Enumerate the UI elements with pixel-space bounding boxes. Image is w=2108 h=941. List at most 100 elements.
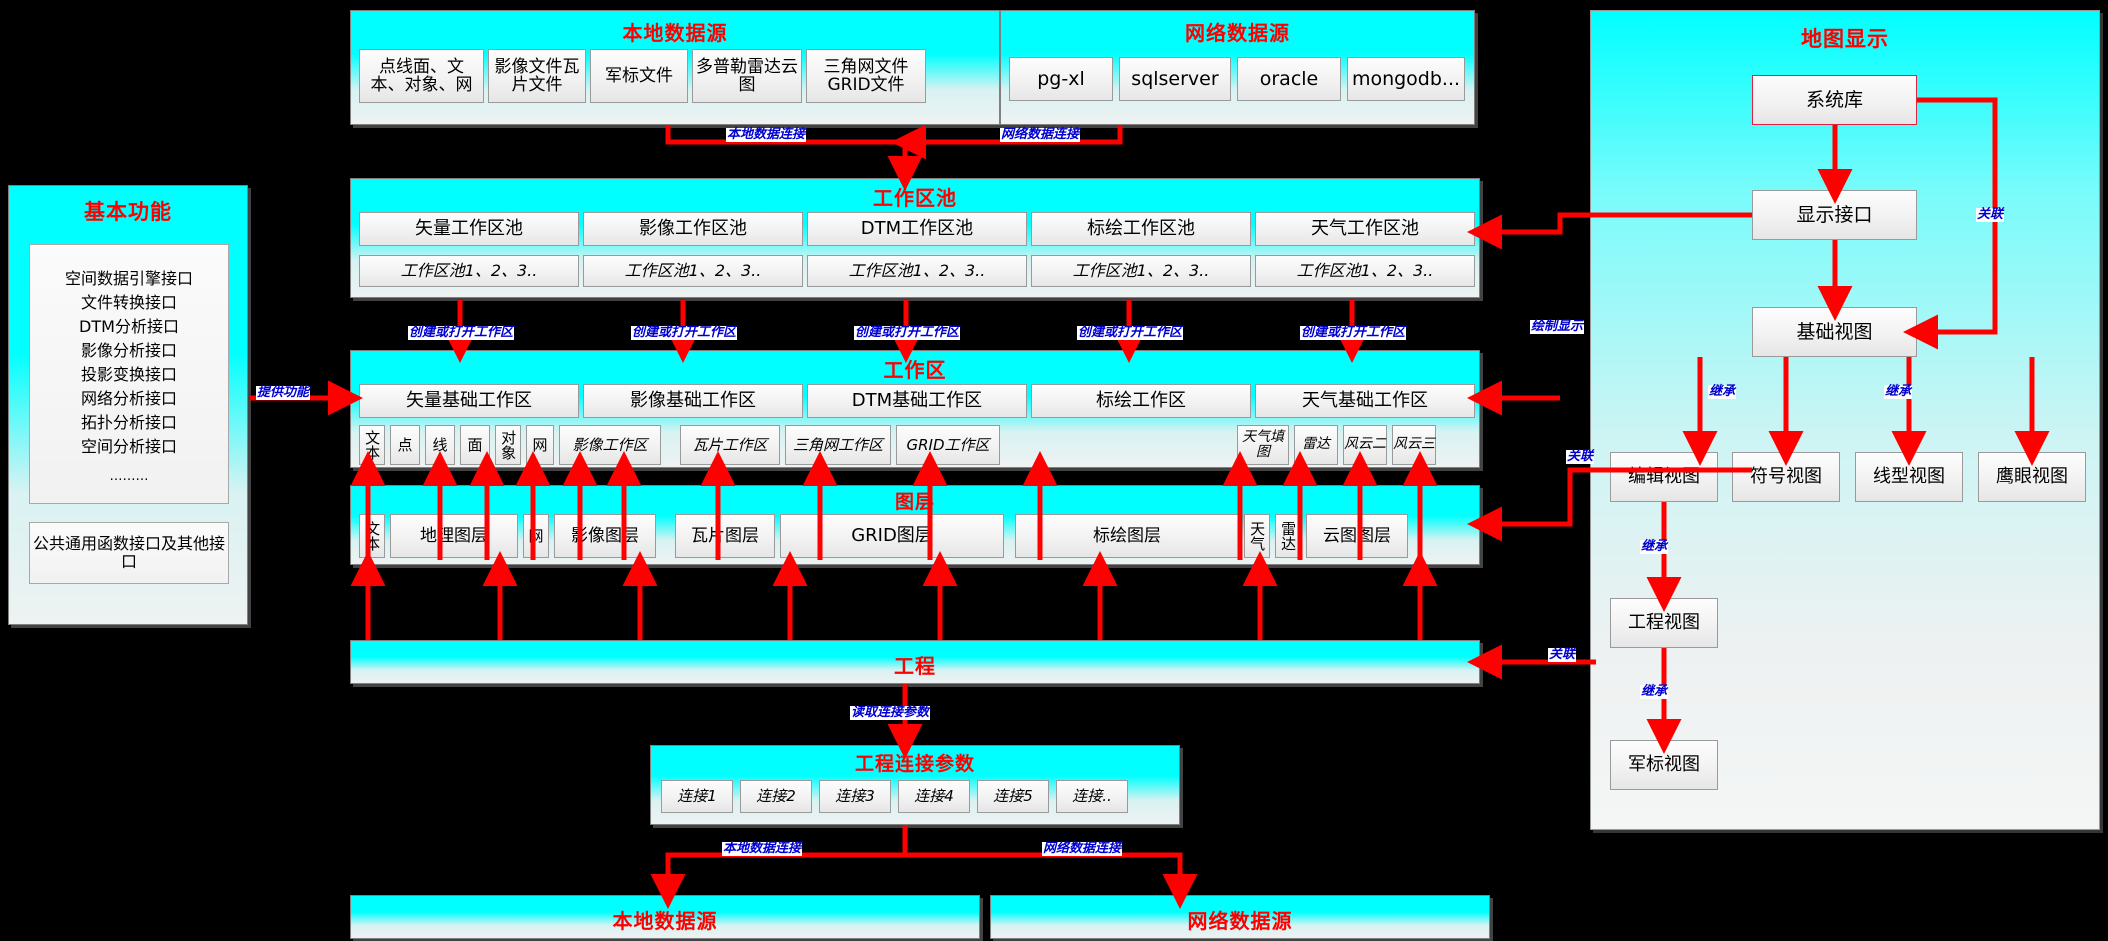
layer-title: 图层 bbox=[894, 491, 935, 513]
local-source-item[interactable]: 三角网文件GRID文件 bbox=[806, 49, 926, 103]
node-base-view[interactable]: 基础视图 bbox=[1752, 307, 1917, 357]
edge-label-create-open-ws: 创建或打开工作区 bbox=[408, 325, 515, 340]
ws-small[interactable]: 网 bbox=[526, 425, 554, 465]
workspace-column[interactable]: 天气基础工作区 bbox=[1255, 384, 1475, 418]
interface-item: 网络分析接口 bbox=[80, 388, 177, 408]
ws-small[interactable]: 文本 bbox=[359, 425, 385, 465]
edge-label-create-open-ws: 创建或打开工作区 bbox=[1077, 325, 1184, 340]
layer-item[interactable]: 影像图层 bbox=[554, 514, 656, 558]
layer-item[interactable]: 地理图层 bbox=[390, 514, 518, 558]
ws-small[interactable]: 三角网工作区 bbox=[785, 425, 891, 465]
node-edit-view[interactable]: 编辑视图 bbox=[1610, 452, 1718, 502]
local-source-item[interactable]: 点线面、文本、对象、网 bbox=[359, 49, 484, 103]
conn-item[interactable]: 连接2 bbox=[740, 780, 812, 813]
edge-label-read-conn-params: 读取连接参数 bbox=[850, 705, 931, 720]
ws-small[interactable]: 影像工作区 bbox=[559, 425, 661, 465]
workspace-title: 工作区 bbox=[883, 358, 947, 382]
edge-label-local-conn: 本地数据连接 bbox=[726, 127, 807, 142]
net-data-source-title: 网络数据源 bbox=[1185, 21, 1290, 45]
interface-item: 影像分析接口 bbox=[80, 340, 177, 360]
conn-item[interactable]: 连接4 bbox=[898, 780, 970, 813]
node-military-view[interactable]: 军标视图 bbox=[1610, 740, 1718, 790]
edge-label-inherit: 继承 bbox=[1640, 539, 1669, 554]
net-source-item[interactable]: oracle bbox=[1237, 57, 1341, 101]
local-data-source-panel: 本地数据源 点线面、文本、对象、网 影像文件瓦片文件 军标文件 多普勒雷达云图 … bbox=[350, 10, 1000, 125]
common-function-interface-box: 公共通用函数接口及其他接口 bbox=[29, 522, 229, 584]
workspace-panel: 工作区 矢量基础工作区 影像基础工作区 DTM基础工作区 标绘工作区 天气基础工… bbox=[350, 350, 1480, 468]
pool-column[interactable]: DTM工作区池 bbox=[807, 212, 1027, 246]
edge-label-relate: 关联 bbox=[1566, 449, 1595, 464]
layer-item[interactable]: 云图图层 bbox=[1306, 514, 1408, 558]
local-source-item[interactable]: 多普勒雷达云图 bbox=[692, 49, 802, 103]
node-symbol-view[interactable]: 符号视图 bbox=[1732, 452, 1840, 502]
layer-item[interactable]: GRID图层 bbox=[780, 514, 1004, 558]
ws-small[interactable]: 天气填图 bbox=[1237, 425, 1289, 465]
edge-label-inherit: 继承 bbox=[1640, 684, 1669, 699]
pool-sub[interactable]: 工作区池1、2、3.. bbox=[359, 255, 579, 287]
conn-item[interactable]: 连接1 bbox=[661, 780, 733, 813]
ws-small[interactable]: 面 bbox=[460, 425, 490, 465]
ws-small[interactable]: 线 bbox=[425, 425, 455, 465]
pool-sub[interactable]: 工作区池1、2、3.. bbox=[583, 255, 803, 287]
ws-small[interactable]: GRID工作区 bbox=[896, 425, 1000, 465]
edge-label-create-open-ws: 创建或打开工作区 bbox=[631, 325, 738, 340]
edge-label-net-conn: 网络数据连接 bbox=[1042, 841, 1123, 856]
ws-small[interactable]: 点 bbox=[390, 425, 420, 465]
layer-item[interactable]: 瓦片图层 bbox=[675, 514, 775, 558]
edge-label-net-conn: 网络数据连接 bbox=[1000, 127, 1081, 142]
workspace-column[interactable]: DTM基础工作区 bbox=[807, 384, 1027, 418]
ws-small[interactable]: 对象 bbox=[495, 425, 521, 465]
workspace-column[interactable]: 影像基础工作区 bbox=[583, 384, 803, 418]
layer-item[interactable]: 文本 bbox=[359, 514, 385, 558]
workspace-column[interactable]: 矢量基础工作区 bbox=[359, 384, 579, 418]
edge-label-inherit: 继承 bbox=[1708, 384, 1737, 399]
map-display-panel: 地图显示 bbox=[1590, 10, 2100, 830]
edge-label-create-open-ws: 创建或打开工作区 bbox=[1300, 325, 1407, 340]
conn-item[interactable]: 连接.. bbox=[1056, 780, 1128, 813]
node-system-lib[interactable]: 系统库 bbox=[1752, 75, 1917, 125]
pool-sub[interactable]: 工作区池1、2、3.. bbox=[1031, 255, 1251, 287]
net-source-item[interactable]: mongodb... bbox=[1347, 57, 1465, 101]
layer-panel: 图层 文本 地理图层 网 影像图层 瓦片图层 GRID图层 标绘图层 天气 雷达… bbox=[350, 485, 1480, 565]
ws-small[interactable]: 雷达 bbox=[1294, 425, 1338, 465]
pool-column[interactable]: 矢量工作区池 bbox=[359, 212, 579, 246]
edge-label-inherit: 继承 bbox=[1884, 384, 1913, 399]
node-project-view[interactable]: 工程视图 bbox=[1610, 598, 1718, 648]
pool-column[interactable]: 影像工作区池 bbox=[583, 212, 803, 246]
bottom-local-title: 本地数据源 bbox=[612, 909, 718, 933]
project-title: 工程 bbox=[894, 654, 936, 678]
ws-small[interactable]: 瓦片工作区 bbox=[680, 425, 780, 465]
bottom-net-data-source-panel: 网络数据源 bbox=[990, 895, 1490, 939]
pool-column[interactable]: 标绘工作区池 bbox=[1031, 212, 1251, 246]
project-connection-params-panel: 工程连接参数 连接1 连接2 连接3 连接4 连接5 连接.. bbox=[650, 745, 1180, 825]
layer-item[interactable]: 雷达 bbox=[1275, 514, 1301, 558]
net-source-item[interactable]: sqlserver bbox=[1119, 57, 1231, 101]
pool-sub[interactable]: 工作区池1、2、3.. bbox=[807, 255, 1027, 287]
local-source-item[interactable]: 影像文件瓦片文件 bbox=[488, 49, 586, 103]
interface-item: DTM分析接口 bbox=[79, 316, 179, 336]
workspace-column[interactable]: 标绘工作区 bbox=[1031, 384, 1251, 418]
node-line-view[interactable]: 线型视图 bbox=[1855, 452, 1963, 502]
conn-item[interactable]: 连接3 bbox=[819, 780, 891, 813]
interface-item: 空间分析接口 bbox=[80, 436, 177, 456]
edge-label-relate: 关联 bbox=[1548, 647, 1577, 662]
edge-label-local-conn: 本地数据连接 bbox=[722, 841, 803, 856]
ws-small[interactable]: 风云三 bbox=[1392, 425, 1436, 465]
bottom-local-data-source-panel: 本地数据源 bbox=[350, 895, 980, 939]
conn-item[interactable]: 连接5 bbox=[977, 780, 1049, 813]
basic-function-panel: 基本功能 空间数据引擎接口 文件转换接口 DTM分析接口 影像分析接口 投影变换… bbox=[8, 185, 248, 625]
layer-item[interactable]: 网 bbox=[523, 514, 549, 558]
layer-item[interactable]: 天气 bbox=[1244, 514, 1270, 558]
pool-sub[interactable]: 工作区池1、2、3.. bbox=[1255, 255, 1475, 287]
node-eagle-view[interactable]: 鹰眼视图 bbox=[1978, 452, 2086, 502]
workspace-pool-title: 工作区池 bbox=[873, 186, 957, 210]
ws-small[interactable]: 风云二 bbox=[1343, 425, 1387, 465]
conn-params-title: 工程连接参数 bbox=[854, 753, 975, 775]
bottom-net-title: 网络数据源 bbox=[1187, 909, 1293, 933]
net-source-item[interactable]: pg-xl bbox=[1009, 57, 1113, 101]
node-display-interface[interactable]: 显示接口 bbox=[1752, 190, 1917, 240]
edge-label-create-open-ws: 创建或打开工作区 bbox=[854, 325, 961, 340]
layer-item[interactable]: 标绘图层 bbox=[1015, 514, 1239, 558]
local-source-item[interactable]: 军标文件 bbox=[590, 49, 688, 103]
pool-column[interactable]: 天气工作区池 bbox=[1255, 212, 1475, 246]
